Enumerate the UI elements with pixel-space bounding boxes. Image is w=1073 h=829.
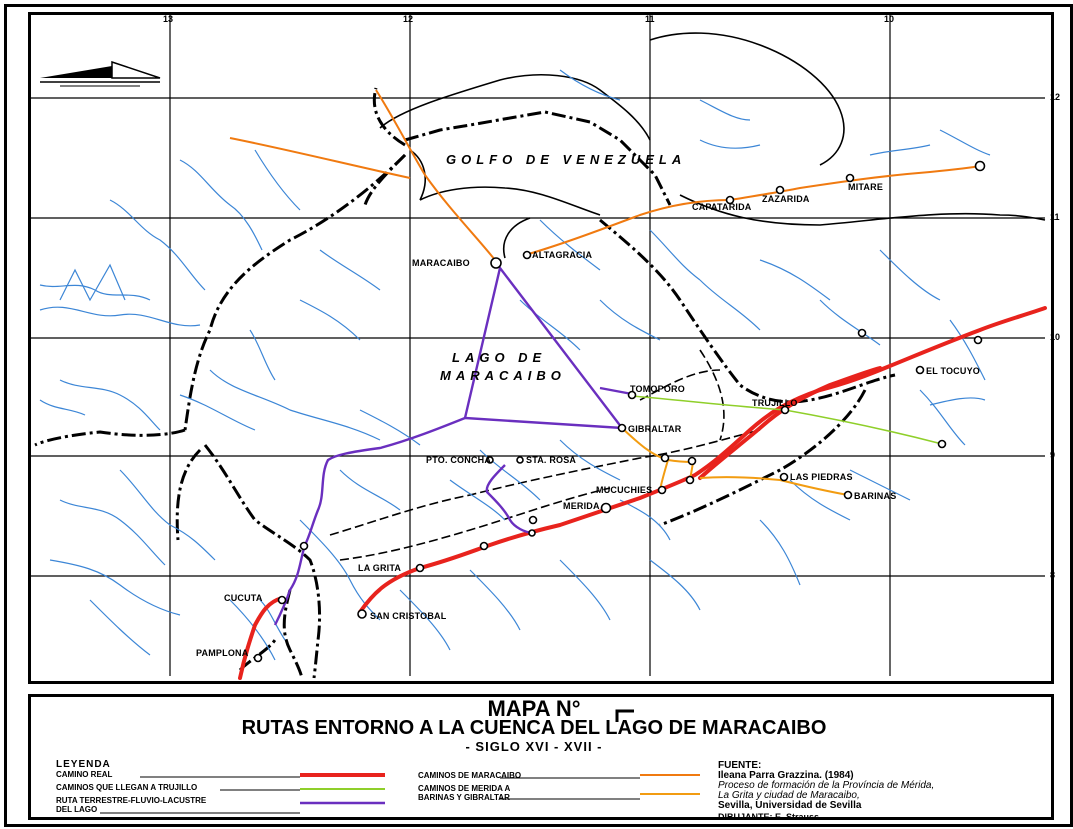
source-title-2: La Grita y ciudad de Maracaibo,: [718, 790, 860, 801]
town-label-la-grita: LA GRITA: [358, 563, 402, 573]
coastline: [379, 32, 1046, 259]
lat-tick: 11: [1050, 212, 1060, 222]
map-subtitle: - SIGLO XVI - XVII -: [465, 739, 603, 754]
route-camino-real: [238, 306, 1047, 680]
boundaries: [34, 87, 896, 679]
route-lacustre: [273, 265, 633, 626]
town-label-maracaibo: MARACAIBO: [412, 258, 470, 268]
legend-camino-real-label: CAMINO REAL: [56, 770, 113, 779]
legend-merida-label-2: BARINAS Y GIBRALTAR: [418, 793, 510, 802]
source-title-2-text: La Grita y ciudad de Maracaibo,: [718, 790, 860, 801]
outer-frame: [4, 4, 1073, 827]
legend-heading: LEYENDA: [56, 759, 111, 770]
route-merida: [621, 427, 849, 496]
legend-lacustre-label: RUTA TERRESTRE-FLUVIO-LACUSTRE: [56, 796, 207, 805]
town-label-sta-rosa: STA. ROSA: [526, 455, 577, 465]
town-label-san-cristobal: SAN CRISTOBAL: [370, 611, 447, 621]
town-label-merida: MERIDA: [563, 501, 600, 511]
route-maracaibo: [229, 89, 981, 261]
lake-label-line2: MARACAIBO: [440, 368, 566, 383]
lake-label-line1: LAGO DE: [452, 350, 547, 365]
gulf-label: GOLFO DE VENEZUELA: [446, 152, 687, 167]
town-label-pamplona: PAMPLONA: [196, 648, 249, 658]
lat-tick: 12: [1050, 92, 1061, 102]
legend-lacustre-label-2: DEL LAGO: [56, 805, 98, 814]
town-markers: [253, 160, 986, 663]
town-label-mucuchies: MUCUCHIES: [596, 485, 653, 495]
town-label-trujillo: TRUJILLO: [752, 398, 798, 408]
town-label-capatarida: CAPATARIDA: [692, 202, 752, 212]
source-author: Ileana Parra Grazzina. (1984): [718, 770, 854, 781]
graticule: [31, 15, 1045, 676]
lat-tick: 8: [1050, 570, 1056, 580]
map-frame: [28, 12, 1054, 684]
lat-tick: 9: [1050, 450, 1056, 460]
town-label-las-piedras: LAS PIEDRAS: [790, 472, 853, 482]
legend-trujillo-label: CAMINOS QUE LLEGAN A TRUJILLO: [56, 783, 198, 792]
map-title-number: MAPA N°: [487, 696, 581, 721]
legend-merida-label: CAMINOS DE MERIDA A: [418, 784, 511, 793]
source-title-1: Proceso de formación de la Província de …: [718, 780, 934, 791]
town-label-pto-concha: PTO. CONCHA: [426, 455, 492, 465]
source-title-1-text: Proceso de formación de la Província de …: [718, 780, 935, 791]
town-label-cucuta: CUCUTA: [224, 593, 263, 603]
legend-maracaibo-label: CAMINOS DE MARACAIBO: [418, 771, 522, 780]
town-label-el-tocuyo: EL TOCUYO: [926, 366, 980, 376]
legend-frame: [28, 694, 1054, 820]
rivers: [39, 69, 991, 661]
town-label-gibraltar: GIBRALTAR: [628, 424, 682, 434]
town-label-altagracia: ALTAGRACIA: [532, 250, 593, 260]
source-publisher: Sevilla, Universidad de Sevilla: [718, 800, 862, 811]
lon-tick: 10: [884, 14, 895, 24]
north-arrow-icon: [40, 60, 161, 87]
lon-tick: 13: [163, 14, 174, 24]
town-label-tomoporo: TOMOPORO: [630, 384, 685, 394]
town-label-zazarida: ZAZARIDA: [762, 194, 810, 204]
source-label: FUENTE:: [718, 760, 762, 771]
draftsman: DIBUJANTE: E. Strauss: [718, 812, 820, 822]
map-title: RUTAS ENTORNO A LA CUENCA DEL LAGO DE MA…: [241, 717, 827, 739]
town-label-barinas: BARINAS: [854, 491, 897, 501]
lat-tick: 10: [1050, 332, 1061, 342]
lon-tick: 11: [645, 14, 655, 24]
lon-tick: 12: [403, 14, 414, 24]
town-label-mitare: MITARE: [848, 182, 884, 192]
